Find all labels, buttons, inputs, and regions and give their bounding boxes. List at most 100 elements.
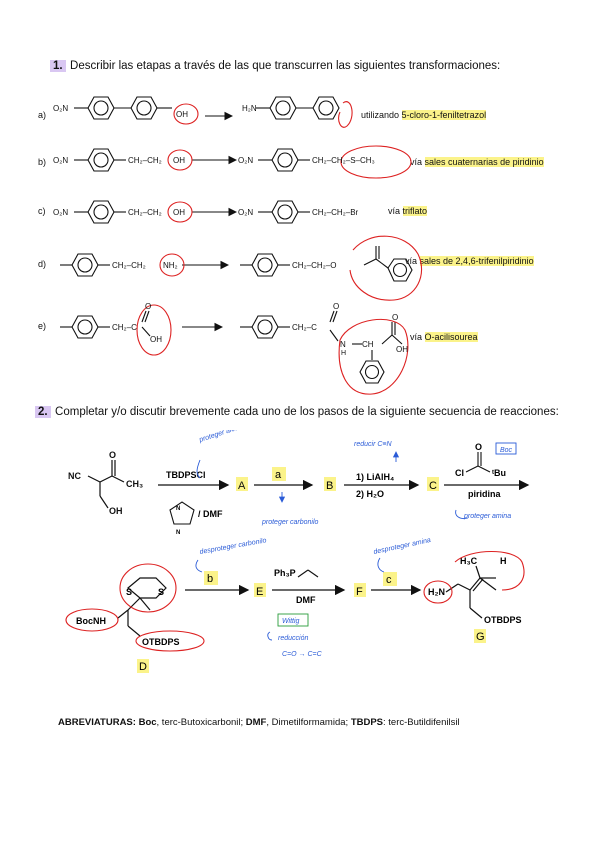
row-e-reagent: vía O-acilisourea	[410, 332, 478, 342]
svg-text:O₂N: O₂N	[53, 208, 68, 217]
svg-text:BocNH: BocNH	[76, 616, 106, 626]
svg-text:O: O	[392, 313, 398, 322]
svg-text:H₂N: H₂N	[428, 587, 445, 597]
svg-text:O: O	[475, 442, 482, 452]
svg-text:proteger carbonilo: proteger carbonilo	[261, 519, 319, 526]
benzene-ring	[71, 315, 99, 339]
svg-text:A: A	[238, 480, 246, 492]
row-b-letter: b)	[38, 157, 47, 167]
benzene-ring	[71, 253, 99, 277]
svg-text:OH: OH	[173, 156, 185, 165]
svg-text:CH₂–CH₂–Br: CH₂–CH₂–Br	[312, 208, 359, 217]
question-2-prompt: Completar y/o discutir brevemente cada u…	[55, 406, 559, 418]
svg-text:H: H	[500, 556, 507, 566]
svg-text:D: D	[139, 661, 147, 673]
svg-text:proteger amina: proteger amina	[463, 513, 511, 520]
svg-text:OH: OH	[176, 110, 188, 119]
benzene-ring	[271, 148, 299, 172]
section1-structures: O₂N OH H₂N O₂N CH₂–CH₂ OH O₂N CH₂–CH₂–S–…	[53, 96, 423, 395]
row-e-reagent-highlight: O-acilisourea	[424, 332, 478, 342]
abbrev-tbdps-key: TBDPS	[350, 717, 384, 728]
svg-text:B: B	[326, 480, 333, 492]
svg-text:OTBDPS: OTBDPS	[142, 637, 180, 647]
svg-text:desproteger carbonilo: desproteger carbonilo	[199, 537, 267, 556]
svg-text:Wittig: Wittig	[282, 618, 300, 625]
row-d-reagent-highlight: sales de 2,4,6-trifenilpiridinio	[419, 256, 534, 266]
svg-text:N: N	[176, 506, 180, 512]
svg-text:C: C	[429, 480, 437, 492]
svg-text:F: F	[356, 586, 363, 598]
abbrev-label: ABREVIATURAS:	[58, 717, 136, 728]
row-c-reagent: vía triflato	[388, 206, 428, 216]
svg-text:CH₂–CH₂: CH₂–CH₂	[112, 261, 146, 270]
svg-text:O₂N: O₂N	[53, 104, 68, 113]
svg-text:Boc: Boc	[500, 447, 513, 454]
question-1-header: 1. Describir las etapas a través de las …	[50, 56, 500, 74]
benzene-ring	[87, 96, 115, 120]
svg-text:CH₂–C: CH₂–C	[112, 323, 137, 332]
svg-text:G: G	[476, 631, 485, 643]
benzene-ring	[269, 96, 297, 120]
svg-text:ᵗBu: ᵗBu	[492, 468, 506, 478]
row-c-letter: c)	[38, 206, 46, 216]
svg-text:N: N	[176, 530, 180, 536]
question-1-number: 1.	[50, 60, 66, 72]
svg-text:DMF: DMF	[296, 595, 316, 605]
svg-text:H: H	[341, 350, 346, 357]
question-2-header: 2. Completar y/o discutir brevemente cad…	[35, 403, 565, 420]
benzene-ring	[87, 200, 115, 224]
svg-text:C=O → C=C: C=O → C=C	[282, 651, 323, 658]
svg-text:OH: OH	[150, 335, 162, 344]
svg-text:CH₂–CH₂–O: CH₂–CH₂–O	[292, 261, 336, 270]
abbrev-boc-value: , terc-Butoxicarbonil;	[156, 717, 244, 728]
svg-text:O: O	[333, 302, 339, 311]
benzene-ring	[251, 253, 279, 277]
svg-text:NC: NC	[68, 471, 81, 481]
question-1-prompt: Describir las etapas a través de las que…	[70, 60, 501, 72]
svg-text:CH₂–CH₂: CH₂–CH₂	[128, 208, 162, 217]
svg-text:O₂N: O₂N	[53, 156, 68, 165]
svg-text:Cl: Cl	[455, 468, 464, 478]
abbrev-dmf-value: , Dimetilformamida;	[266, 717, 349, 728]
question-2-number: 2.	[35, 406, 51, 418]
svg-text:Ph₃P: Ph₃P	[274, 568, 296, 578]
svg-text:b: b	[207, 573, 213, 585]
svg-text:piridina: piridina	[468, 489, 501, 499]
svg-text:CH₂–CH₂–S–CH₃: CH₂–CH₂–S–CH₃	[312, 156, 375, 165]
svg-text:O: O	[145, 302, 151, 311]
row-c-reagent-highlight: triflato	[402, 206, 428, 216]
svg-text:CH₂–CH₂: CH₂–CH₂	[128, 156, 162, 165]
svg-text:CH₂–C: CH₂–C	[292, 323, 317, 332]
abbrev-boc-key: Boc	[138, 717, 157, 728]
row-d-letter: d)	[38, 259, 47, 269]
svg-text:O₂N: O₂N	[238, 156, 253, 165]
svg-text:OH: OH	[109, 506, 123, 516]
svg-text:/ DMF: / DMF	[198, 509, 223, 519]
benzene-ring	[359, 360, 385, 384]
svg-text:O: O	[109, 450, 116, 460]
svg-text:H₃C: H₃C	[460, 556, 478, 566]
svg-text:CH₃: CH₃	[126, 479, 143, 489]
svg-text:NH₂: NH₂	[163, 261, 178, 270]
abbrev-dmf-key: DMF	[245, 717, 267, 728]
benzene-ring	[87, 148, 115, 172]
svg-text:TBDPSCl: TBDPSCl	[166, 470, 206, 480]
row-e-letter: e)	[38, 321, 47, 331]
svg-text:reducción: reducción	[278, 635, 308, 642]
svg-text:2) H₂O: 2) H₂O	[356, 489, 384, 499]
svg-text:H₂N: H₂N	[242, 104, 257, 113]
row-b-reagent-highlight: sales cuaternarias de piridinio	[424, 157, 544, 167]
abbreviations: ABREVIATURAS: Boc, terc-Butoxicarbonil; …	[58, 717, 460, 728]
abbrev-tbdps-value: : terc-Butildifenilsil	[383, 717, 460, 728]
svg-text:O₂N: O₂N	[238, 208, 253, 217]
section2-scheme: NC O CH₃ OH TBDPSCl / DMF N N A a B 1) L…	[65, 430, 530, 673]
svg-text:desproteger amina: desproteger amina	[373, 537, 432, 556]
svg-text:S: S	[126, 587, 132, 597]
svg-text:OTBDPS: OTBDPS	[484, 615, 522, 625]
svg-text:CH: CH	[362, 340, 374, 349]
svg-text:proteger alcohol: proteger alcohol	[198, 430, 249, 444]
svg-text:OH: OH	[396, 345, 408, 354]
benzene-ring	[271, 200, 299, 224]
svg-text:reducir C≡N: reducir C≡N	[354, 441, 392, 448]
svg-text:c: c	[386, 574, 392, 586]
